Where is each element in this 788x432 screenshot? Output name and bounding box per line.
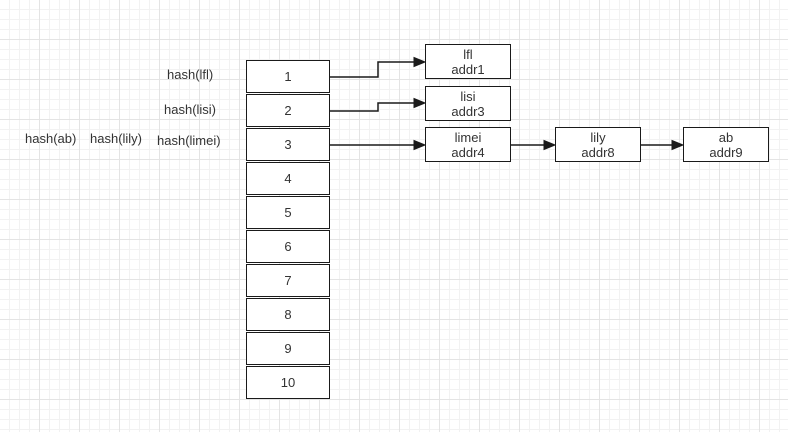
- bucket-9: 9: [246, 332, 330, 365]
- node-lily: lily addr8: [555, 127, 641, 162]
- bucket-1: 1: [246, 60, 330, 93]
- bucket-6: 6: [246, 230, 330, 263]
- hash-label-ab: hash(ab): [25, 131, 77, 146]
- node-lisi-name: lisi: [460, 88, 476, 104]
- bucket-7: 7: [246, 264, 330, 297]
- node-lfl: lfl addr1: [425, 44, 511, 79]
- node-ab: ab addr9: [683, 127, 769, 162]
- bucket-5: 5: [246, 196, 330, 229]
- node-lily-addr: addr8: [581, 144, 615, 160]
- hash-label-lily: hash(lily): [90, 131, 143, 146]
- arrow-bucket3-to-limei: [330, 139, 427, 151]
- hash-label-lisi: hash(lisi): [164, 102, 217, 117]
- bucket-8: 8: [246, 298, 330, 331]
- bucket-4: 4: [246, 162, 330, 195]
- node-limei: limei addr4: [425, 127, 511, 162]
- bucket-3: 3: [246, 128, 330, 161]
- node-limei-name: limei: [454, 129, 482, 145]
- bucket-10: 10: [246, 366, 330, 399]
- node-ab-addr: addr9: [709, 144, 743, 160]
- node-lily-name: lily: [590, 129, 606, 145]
- arrow-bucket2-to-lisi: [330, 97, 427, 112]
- hash-label-lfl: hash(lfl): [167, 67, 214, 82]
- arrow-bucket1-to-lfl: [330, 56, 427, 78]
- hash-label-limei: hash(limei): [157, 133, 221, 148]
- node-lfl-addr: addr1: [451, 61, 485, 77]
- node-lisi: lisi addr3: [425, 86, 511, 121]
- bucket-2: 2: [246, 94, 330, 127]
- node-limei-addr: addr4: [451, 144, 485, 160]
- node-lisi-addr: addr3: [451, 103, 485, 119]
- arrow-lily-to-ab: [641, 139, 685, 151]
- node-ab-name: ab: [718, 129, 734, 145]
- arrow-limei-to-lily: [511, 139, 557, 151]
- node-lfl-name: lfl: [463, 46, 473, 62]
